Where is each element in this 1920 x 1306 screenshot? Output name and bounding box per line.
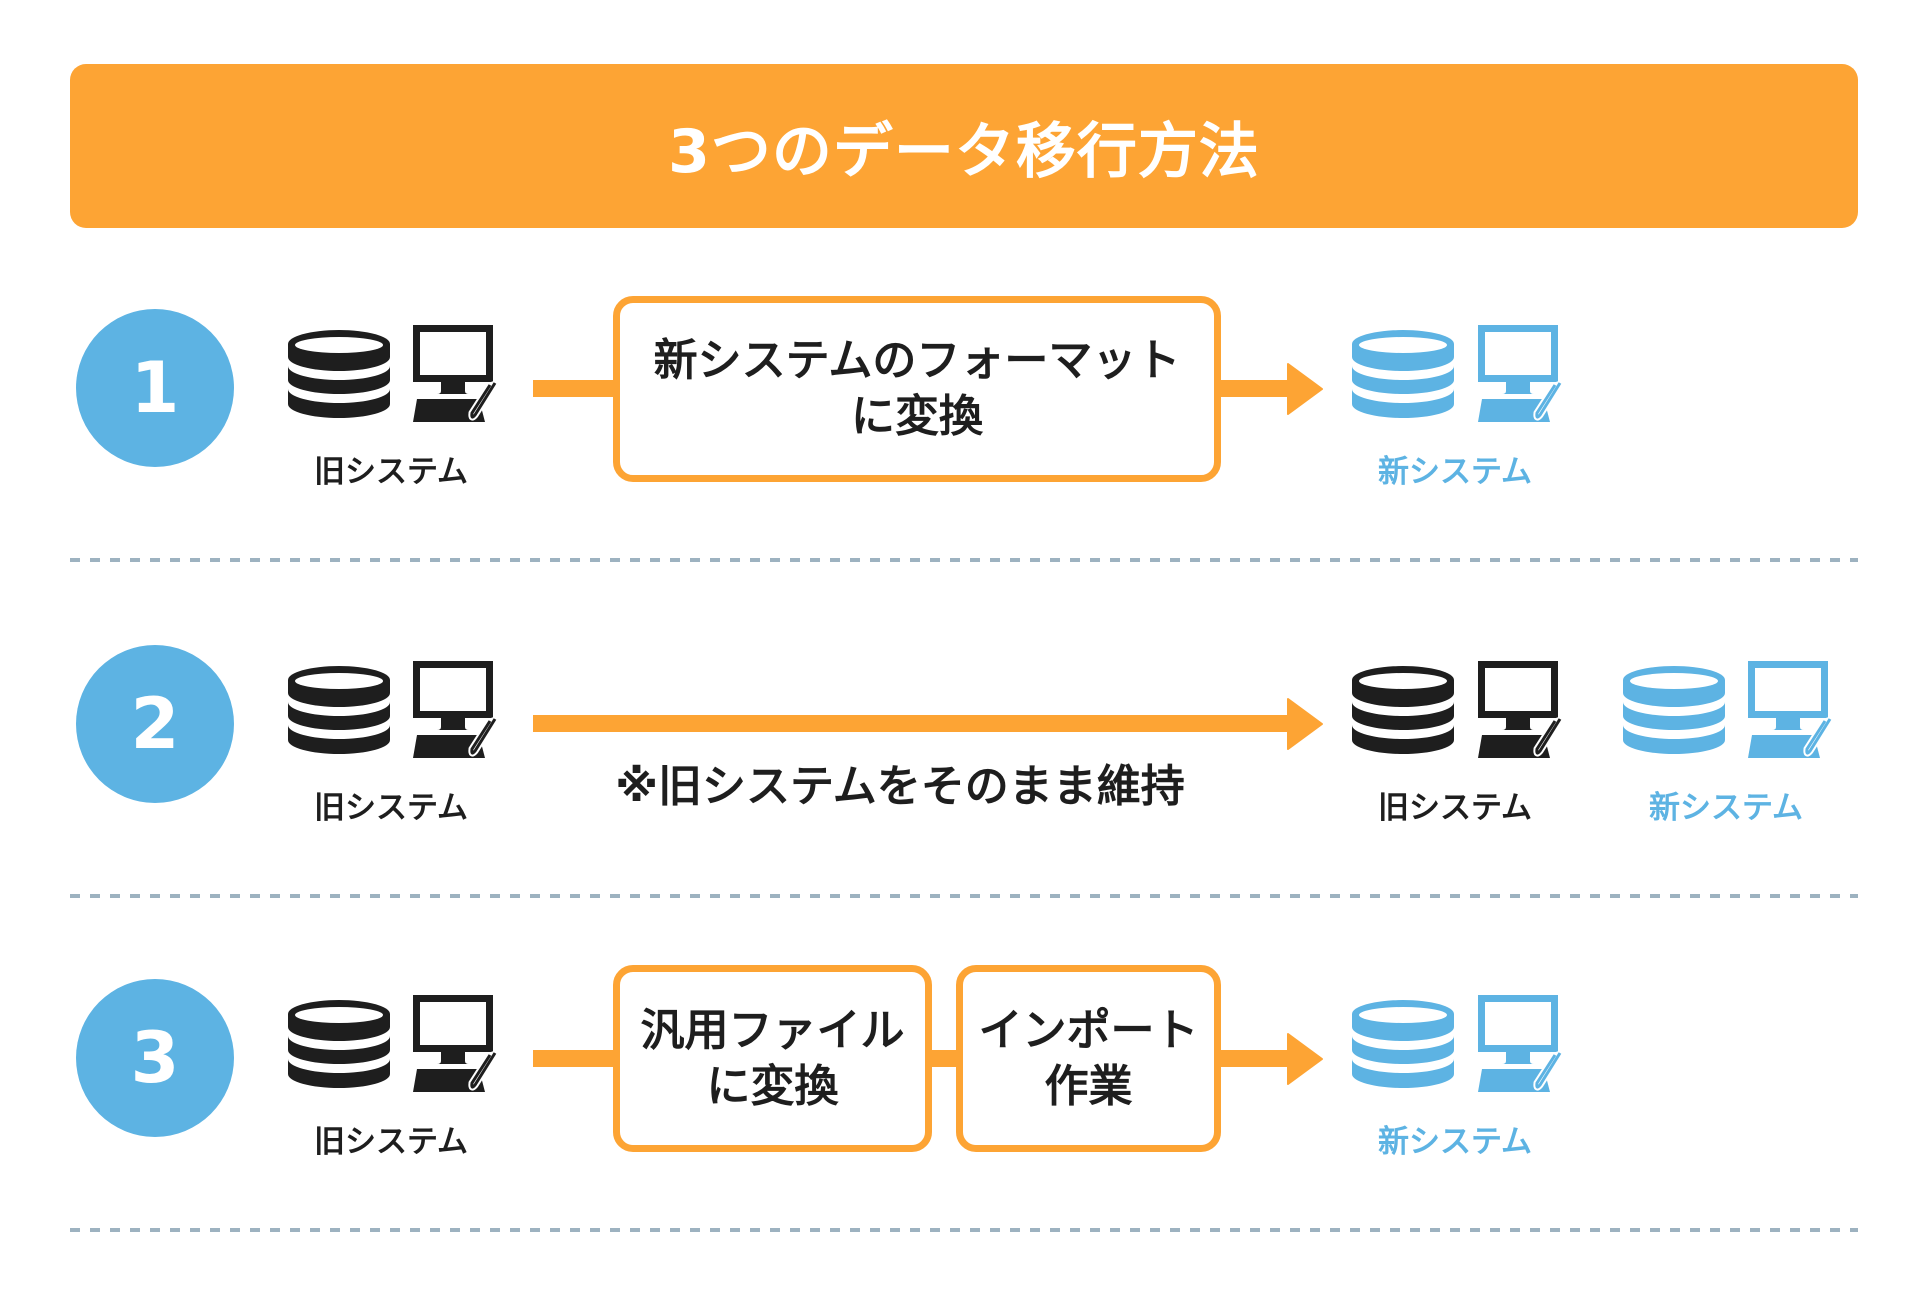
old-system-label: 旧システム	[313, 790, 469, 826]
row-separator	[70, 1228, 1858, 1232]
arrow-head-icon	[1287, 698, 1323, 750]
new-system-label: 新システム	[1377, 454, 1533, 490]
method-number: 1	[130, 347, 180, 429]
header-banner: 3つのデータ移行方法	[70, 64, 1858, 228]
database-icon	[1623, 666, 1725, 758]
database-icon	[288, 330, 390, 422]
arrow-head-icon	[1287, 1033, 1323, 1085]
method-1-number-badge: 1	[76, 309, 234, 467]
step-text: インポート 作業	[978, 1004, 1199, 1112]
method-3-number-badge: 3	[76, 979, 234, 1137]
row-separator	[70, 894, 1858, 898]
flow-line	[533, 715, 1291, 732]
database-icon	[1352, 666, 1454, 758]
flow-line	[1219, 380, 1291, 397]
old-system-label: 旧システム	[313, 454, 469, 490]
database-icon	[1352, 330, 1454, 422]
flow-line	[930, 1050, 958, 1067]
new-system-label: 新システム	[1377, 1124, 1533, 1160]
method-number: 2	[130, 683, 180, 765]
method-number: 3	[130, 1017, 180, 1099]
flow-line	[533, 1050, 615, 1067]
import-work-box: インポート 作業	[956, 965, 1221, 1152]
step-text: 新システムのフォーマット に変換	[653, 335, 1181, 442]
row-separator	[70, 558, 1858, 562]
flow-line	[533, 380, 615, 397]
computer-icon	[1478, 661, 1563, 762]
database-icon	[288, 666, 390, 758]
old-system-label: 旧システム	[1377, 790, 1533, 826]
conversion-step-box: 新システムのフォーマット に変換	[613, 296, 1221, 482]
computer-icon	[413, 661, 498, 762]
flow-line	[1219, 1050, 1291, 1067]
new-system-label: 新システム	[1648, 790, 1804, 826]
database-icon	[288, 1000, 390, 1092]
page-title: 3つのデータ移行方法	[668, 116, 1260, 187]
database-icon	[1352, 1000, 1454, 1092]
computer-icon	[413, 995, 498, 1096]
computer-icon	[1478, 325, 1563, 426]
keep-old-system-note: ※旧システムをそのまま維持	[615, 761, 1185, 812]
computer-icon	[1748, 661, 1833, 762]
method-2-number-badge: 2	[76, 645, 234, 803]
generic-file-conversion-box: 汎用ファイル に変換	[613, 965, 932, 1152]
old-system-label: 旧システム	[313, 1124, 469, 1160]
computer-icon	[413, 325, 498, 426]
step-text: 汎用ファイル に変換	[640, 1004, 905, 1112]
arrow-head-icon	[1287, 363, 1323, 415]
computer-icon	[1478, 995, 1563, 1096]
